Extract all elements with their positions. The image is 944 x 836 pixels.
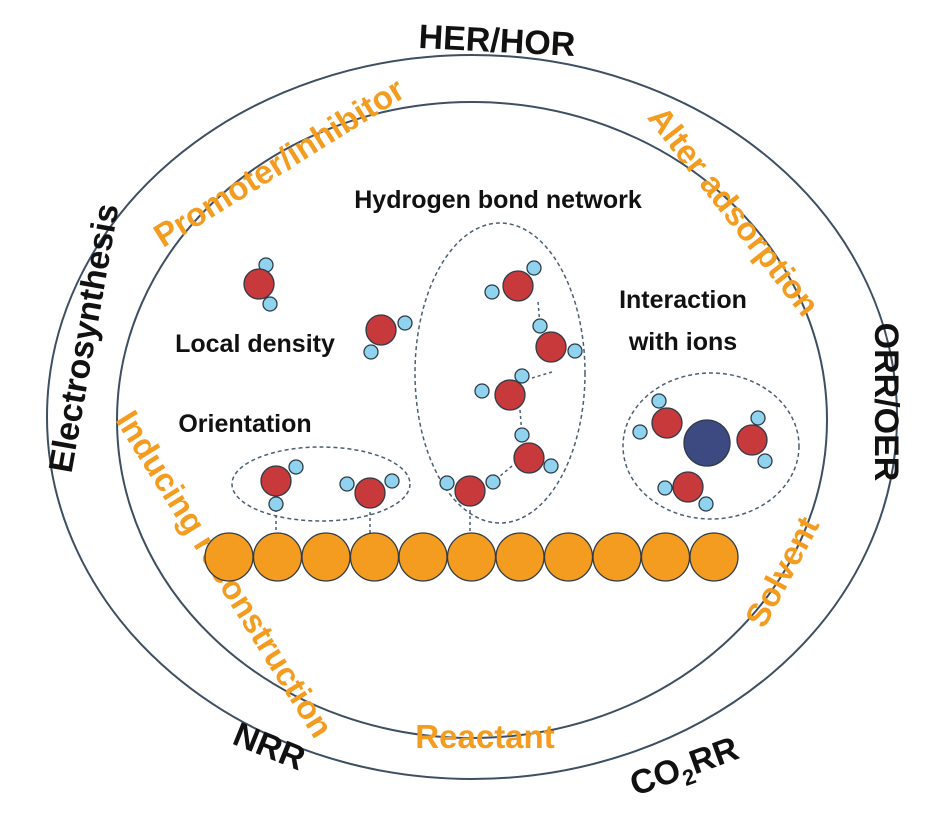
water-molecule [657,471,714,512]
surface-atom [204,532,254,582]
label-local-density: Local density [175,330,335,358]
oxygen-atom [672,471,704,503]
label-solvent: Solvent [738,510,827,633]
water-molecule [363,314,413,360]
oxygen-atom [365,314,397,346]
label-co2rr: CO2RR [625,730,745,809]
hydrogen-atom [474,383,490,399]
surface-atom [543,532,594,582]
oxygen-atom [513,442,545,474]
oxygen-atom [736,424,768,456]
label-orientation: Orientation [178,410,311,438]
ion [683,419,731,467]
hydrogen-atom [698,496,714,512]
label-reactant: Reactant [415,718,554,755]
molecules [243,257,773,512]
hydrogen-atom [288,459,304,475]
surface-atom [446,532,497,582]
hydrogen-atom [567,343,583,359]
oxygen-atom [243,268,275,300]
surface-atom [252,532,303,582]
hydrogen-atom [632,424,648,440]
hydrogen-atom [514,368,530,384]
hydrogen-atom [532,318,548,334]
hydrogen-atom [384,473,400,489]
hydrogen-atom [439,475,455,491]
hydrogen-atom [757,453,773,469]
hydrogen-atom [514,427,530,443]
water-molecule [736,410,773,469]
hydrogen-atom [657,480,673,496]
oxygen-atom [502,270,534,302]
surface-atom [398,532,448,582]
hydrogen-atom [268,496,284,512]
hydrogen-atom [363,344,379,360]
hydrogen-atom [339,476,355,492]
surface-atom [301,532,351,582]
label-interaction-line1: Interaction [619,286,747,314]
ion-group [622,372,800,520]
label-hydrogen-bond-network: Hydrogen bond network [354,186,642,214]
hbond-group [414,222,586,524]
water-molecule [474,368,530,411]
surface-atom [640,532,691,582]
water-molecule [243,257,278,312]
electrode-surface [204,532,739,582]
hydrogen-atom [526,260,542,276]
hydrogen-atom [397,315,413,331]
water-molecule [439,474,501,507]
label-orr-oer: ORR/OER [867,323,905,482]
surface-atom [689,532,739,582]
water-molecule [484,260,542,302]
surface-atom [592,532,642,582]
label-electrosynthesis: Electrosynthesis [42,201,127,476]
water-molecule [513,427,559,474]
inner-ellipse [116,101,828,739]
oxygen-atom [651,407,683,439]
co2rr-prefix: CO [625,751,686,804]
oxygen-atom [494,379,526,411]
orientation-group [231,446,411,522]
label-promoter-inhibitor: Promoter/inhibitor [147,70,411,254]
water-molecule [339,473,400,509]
outer-ellipse [46,54,898,780]
oxygen-atom [535,331,567,363]
label-interaction-line2: with ions [628,328,737,356]
oxygen-atom [354,477,386,509]
hydrogen-atom [543,458,559,474]
hydrogen-atom [651,393,667,409]
surface-atom [495,532,545,582]
water-molecule [632,393,683,440]
water-molecule [260,459,304,512]
hydrogen-atom [485,474,501,490]
oxygen-atom [454,475,486,507]
hydrogen-atom [484,284,500,300]
hydrogen-atom [262,296,278,312]
surface-atom [349,532,400,582]
water-molecule [532,318,583,363]
oxygen-atom [260,465,292,497]
hydrogen-atom [750,410,766,426]
label-her-hor: HER/HOR [418,18,577,64]
